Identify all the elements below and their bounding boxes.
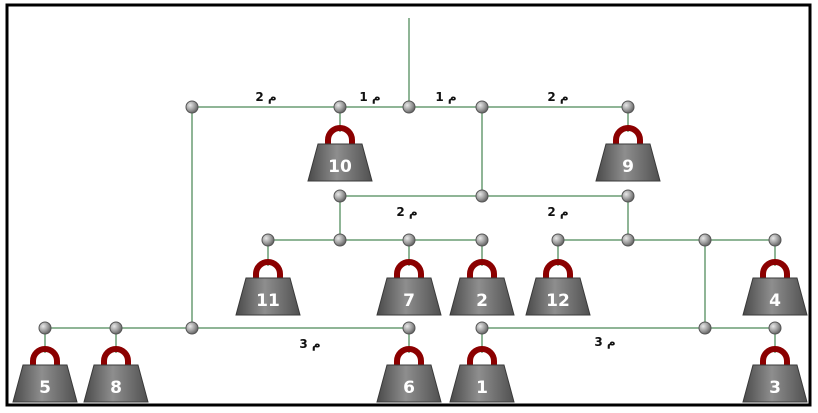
weight-label: 9 <box>622 157 634 177</box>
joint-node <box>333 189 347 203</box>
joint-node <box>402 233 416 247</box>
weight-handle <box>760 259 790 279</box>
distance-labels: م 2 م 1 م 1 م 2 م 2 م 2 م 3 م 3 <box>255 90 615 352</box>
weight-label: 2 <box>476 291 488 311</box>
weight-handle <box>760 346 790 366</box>
joint-node <box>38 321 52 335</box>
joint-node <box>402 321 416 335</box>
weight-label: 6 <box>403 378 415 398</box>
joint-node <box>333 100 347 114</box>
mobile-joints <box>38 100 782 335</box>
joint-node <box>768 233 782 247</box>
weight-body <box>376 364 442 403</box>
weight-handle <box>543 259 573 279</box>
joint-node <box>621 189 635 203</box>
joint-node <box>768 321 782 335</box>
weight-label: 10 <box>328 157 352 177</box>
weight: 3 <box>742 346 808 403</box>
joint-node <box>475 321 489 335</box>
weight-label: 12 <box>546 291 570 311</box>
weight-label: 1 <box>476 378 488 398</box>
weight-label: 3 <box>769 378 781 398</box>
outer-frame <box>5 3 812 407</box>
joint-node <box>475 189 489 203</box>
weight: 11 <box>235 259 301 316</box>
distance-label: م 1 <box>435 90 456 105</box>
weight-body <box>742 277 808 316</box>
distance-label: م 2 <box>396 205 417 220</box>
joint-node <box>475 233 489 247</box>
weight: 9 <box>595 125 661 182</box>
weight-handle <box>30 346 60 366</box>
weight: 12 <box>525 259 591 316</box>
weight: 2 <box>449 259 515 316</box>
weight-handle <box>394 259 424 279</box>
joint-node <box>698 321 712 335</box>
weight-body <box>449 364 515 403</box>
weight: 5 <box>12 346 78 403</box>
weight-label: 5 <box>39 378 51 398</box>
distance-label: م 2 <box>547 90 568 105</box>
weight-label: 4 <box>769 291 781 311</box>
weight-body <box>83 364 149 403</box>
joint-node <box>621 233 635 247</box>
weight-body <box>12 364 78 403</box>
weight-body <box>376 277 442 316</box>
weight-label: 8 <box>110 378 122 398</box>
joint-node <box>109 321 123 335</box>
weight-handle <box>101 346 131 366</box>
weight-handle <box>253 259 283 279</box>
joint-node <box>261 233 275 247</box>
distance-label: م 2 <box>547 205 568 220</box>
distance-label: م 2 <box>255 90 276 105</box>
joint-node <box>621 100 635 114</box>
weight: 10 <box>307 125 373 182</box>
weight-label: 7 <box>403 291 415 311</box>
weight-body <box>595 143 661 182</box>
joint-node <box>402 100 416 114</box>
weight-body <box>235 277 301 316</box>
weight-label: 11 <box>256 291 280 311</box>
weight-handle <box>325 125 355 145</box>
joint-node <box>551 233 565 247</box>
distance-label: م 1 <box>359 90 380 105</box>
joint-node <box>185 321 199 335</box>
weight-handle <box>394 346 424 366</box>
weight: 6 <box>376 346 442 403</box>
joint-node <box>185 100 199 114</box>
joint-node <box>475 100 489 114</box>
joint-node <box>333 233 347 247</box>
mobile-rods <box>44 18 776 353</box>
weight: 4 <box>742 259 808 316</box>
weights: 10 9 11 7 2 12 4 5 8 6 1 3 <box>12 125 808 403</box>
weight-body <box>449 277 515 316</box>
distance-label: م 3 <box>299 337 320 352</box>
weight: 1 <box>449 346 515 403</box>
weight-handle <box>467 259 497 279</box>
joint-node <box>698 233 712 247</box>
weight-handle <box>467 346 497 366</box>
weight-body <box>307 143 373 182</box>
weight-body <box>742 364 808 403</box>
weight: 8 <box>83 346 149 403</box>
weight-body <box>525 277 591 316</box>
weight: 7 <box>376 259 442 316</box>
distance-label: م 3 <box>594 335 615 350</box>
weight-handle <box>613 125 643 145</box>
